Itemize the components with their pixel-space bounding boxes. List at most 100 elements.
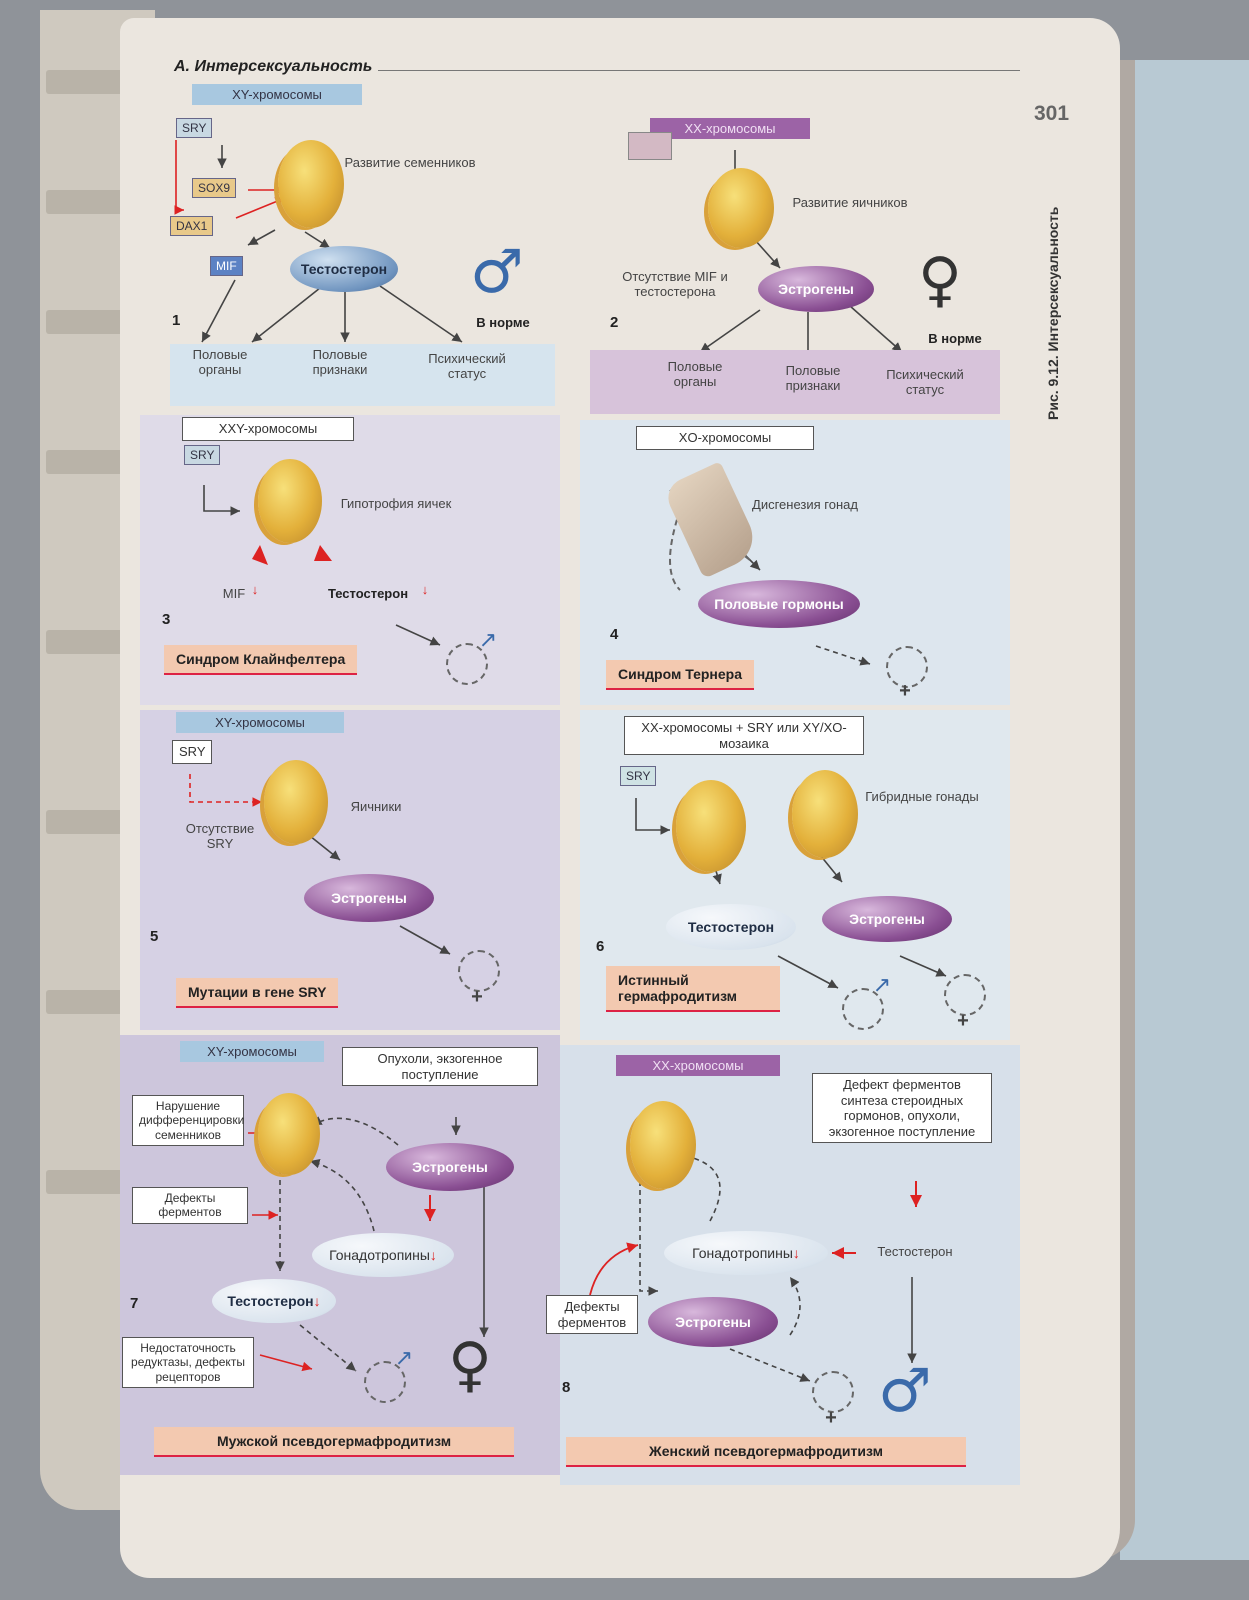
hypotrophy-label: Гипотрофия яичек: [340, 496, 452, 511]
female-cross-icon: +: [899, 680, 911, 702]
testosterone-pill: Тестостерон: [666, 904, 796, 950]
panel-7-male-pseudohermaphroditism: XY-хромосомы Опухоли, экзогенное поступл…: [120, 1035, 560, 1475]
syndrome-caption: Синдром Клайнфелтера: [164, 645, 358, 675]
male-arrow-icon: ↗: [478, 627, 498, 652]
panel-5-arrows: [189, 774, 451, 955]
tumors-box: Опухоли, экзогенное поступление: [342, 1047, 538, 1087]
ambiguous-male-symbol: [842, 988, 884, 1030]
down-arrow-icon: ↓: [429, 1247, 437, 1263]
norm-label: В норме: [476, 315, 530, 330]
female-symbol: ♀: [918, 245, 962, 315]
psych-label: Психический статус: [886, 367, 964, 397]
ovary-development-label: Развитие яичников: [792, 195, 908, 210]
panel-6-true-hermaphroditism: XX-хромосомы + SRY или XY/XO-мозаика SRY…: [580, 710, 1010, 1040]
hybrid-gonads-label: Гибридные гонады: [865, 789, 979, 804]
organs-label: Половые органы: [667, 359, 723, 389]
chromosomes-band: XX-хромосомы: [616, 1055, 780, 1076]
estrogens-pill: Эстрогены: [304, 874, 434, 922]
panel-8-arrows: [589, 1151, 922, 1382]
panel-3-arrows: [203, 485, 441, 646]
panel-1-arrows: [174, 140, 463, 343]
gonadotropins-pill: Гонадотропины↓: [312, 1233, 454, 1277]
dax1-chip: DAX1: [170, 216, 214, 236]
panel-7-arrows: [248, 1116, 489, 1372]
female-cross-icon: +: [471, 986, 483, 1008]
female-cross-icon: +: [825, 1407, 837, 1429]
panel-1-male-normal: XY-хромосомы SRY SOX9 DAX1 Развитие семе…: [140, 80, 560, 410]
figure-caption: Рис. 9.12. Интерсексуальность: [1045, 206, 1061, 420]
ovary-image: [630, 1101, 696, 1189]
down-arrow-icon: ↓: [313, 1293, 321, 1309]
syndrome-caption: Мужской псевдогермафродитизм: [154, 1427, 514, 1457]
outcome-band: [590, 350, 1000, 414]
ambiguous-female-symbol: [458, 950, 500, 992]
panel-4-turner: XO-хромосомы Дисгенезия гонад Половые го…: [580, 420, 1010, 705]
testis-image: [258, 459, 322, 543]
down-arrow-icon: ↓: [251, 582, 259, 597]
mif-label: MIF: [222, 586, 246, 601]
psych-label: Психический статус: [428, 351, 506, 381]
sry-chip: SRY: [176, 118, 213, 138]
ambiguous-female-symbol: [886, 646, 928, 688]
norm-label: В норме: [928, 331, 982, 346]
organs-label: Половые органы: [192, 347, 248, 377]
ambiguous-male-symbol: [364, 1361, 406, 1403]
panel-8-female-pseudohermaphroditism: XX-хромосомы Дефект ферментов синтеза ст…: [546, 1045, 1020, 1485]
reductase-box: Недостаточность редуктазы, дефекты рецеп…: [122, 1337, 254, 1389]
panel-3-klinefelter: XXY-хромосомы SRY Гипотрофия яичек MIF ↓…: [140, 415, 560, 705]
page-number: 301: [1034, 102, 1070, 125]
gonadotropins-label: Гонадотропины: [329, 1247, 430, 1263]
sex-hormones-pill: Половые гормоны: [698, 580, 860, 628]
chromosomes-box: XX-хромосомы + SRY или XY/XO-мозаика: [624, 716, 864, 756]
testis-part-image: [676, 780, 746, 872]
ambiguous-female-symbol: [944, 974, 986, 1016]
male-symbol: ♂: [470, 237, 524, 307]
ovary-image: [708, 168, 774, 248]
sry-box: SRY: [172, 740, 212, 764]
ovary-part-image: [792, 770, 858, 858]
testis-image: [258, 1093, 320, 1175]
ambiguous-male-symbol: [446, 643, 488, 685]
crossed-sry-box: [628, 132, 672, 160]
chromosomes-band: XY-хромосомы: [180, 1041, 324, 1062]
absence-label: Отсутствие MIF и тестостерона: [622, 269, 728, 299]
female-symbol: ♀: [448, 1330, 492, 1400]
testosterone-label: Тестостерон: [877, 1244, 953, 1259]
gonadotropins-label: Гонадотропины: [692, 1245, 793, 1261]
differentiation-box: Нарушение дифференцировки семенников: [132, 1095, 244, 1147]
panel-2-female-normal: XX-хромосомы Развитие яичников Отсутстви…: [580, 100, 1010, 420]
sox9-chip: SOX9: [192, 178, 237, 198]
title-rule: [170, 70, 1020, 71]
chromosomes-box: XXY-хромосомы: [182, 417, 354, 441]
background-surface: [1120, 60, 1249, 1560]
down-arrow-icon: ↓: [792, 1245, 800, 1261]
section-title: А. Интерсексуальность: [168, 58, 379, 76]
panel-number: 4: [610, 626, 619, 643]
ambiguous-female-symbol: [812, 1371, 854, 1413]
testosterone-label: Тестостерон: [227, 1293, 314, 1309]
panel-number: 2: [610, 314, 619, 331]
traits-label: Половые признаки: [785, 363, 841, 393]
chromosomes-band: XX-хромосомы: [650, 118, 810, 139]
chromosomes-band: XY-хромосомы: [192, 84, 362, 105]
mif-chip: MIF: [210, 256, 243, 276]
testis-development-label: Развитие семенников: [344, 155, 476, 170]
estrogens-pill: Эстрогены: [758, 266, 874, 312]
testosterone-pill: Тестостерон↓: [212, 1279, 336, 1323]
chromosomes-box: XO-хромосомы: [636, 426, 814, 450]
dysgenesis-label: Дисгенезия гонад: [752, 497, 858, 512]
syndrome-caption: Женский псевдогермафродитизм: [566, 1437, 966, 1467]
sry-chip: SRY: [184, 445, 221, 465]
estrogens-pill: Эстрогены: [648, 1297, 778, 1347]
chromosomes-band: XY-хромосомы: [176, 712, 344, 733]
ovaries-label: Яичники: [350, 799, 402, 814]
panel-number: 1: [172, 312, 181, 329]
panel-number: 3: [162, 611, 171, 628]
panel-5-sry-mutation: XY-хромосомы SRY Яичники Отсутствие SRY …: [140, 710, 560, 1030]
syndrome-caption: Синдром Тернера: [606, 660, 754, 690]
enzyme-defects-box: Дефекты ферментов: [546, 1295, 638, 1335]
panel-number: 7: [130, 1295, 139, 1312]
male-arrow-icon: ↗: [394, 1345, 414, 1370]
testosterone-pill: Тестостерон: [290, 246, 398, 292]
male-arrow-icon: ↗: [872, 972, 892, 997]
